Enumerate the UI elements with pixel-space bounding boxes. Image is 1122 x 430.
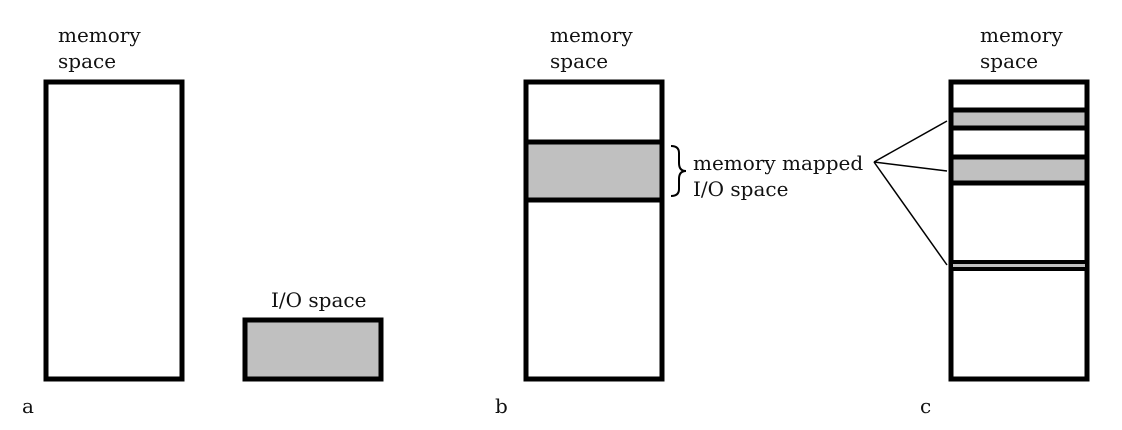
b-mapped-io-region xyxy=(523,139,665,203)
c-mapped-io-region-2 xyxy=(948,154,1090,186)
a-memory-space-label: memory space xyxy=(58,22,141,74)
panel-label-b: b xyxy=(495,394,508,418)
b-memory-label-line2: space xyxy=(550,49,609,73)
b-memory-space-label: memory space xyxy=(550,22,633,74)
b-memory-label-line1: memory xyxy=(550,23,633,47)
panel-label-c: c xyxy=(920,394,932,418)
b-brace xyxy=(670,145,687,197)
a-memory-space-box xyxy=(43,79,185,382)
a-memory-label-line2: space xyxy=(58,49,117,73)
a-io-space-box xyxy=(242,317,384,382)
mapped-io-space-label: memory mapped I/O space xyxy=(693,150,863,202)
c-memory-space-box xyxy=(948,79,1090,382)
mapped-label-line2: I/O space xyxy=(693,177,789,201)
c-mapped-io-region-1 xyxy=(948,107,1090,131)
panel-label-a: a xyxy=(22,394,34,418)
b-memory-space-box xyxy=(523,79,665,382)
a-io-space-label: I/O space xyxy=(271,288,367,312)
pointer-line-2 xyxy=(873,161,948,172)
mapped-label-line1: memory mapped xyxy=(693,151,864,175)
c-memory-space-label: memory space xyxy=(980,22,1063,74)
pointer-line-3 xyxy=(873,161,948,266)
c-memory-label-line2: space xyxy=(980,49,1039,73)
c-memory-label-line1: memory xyxy=(980,23,1063,47)
pointer-line-1 xyxy=(873,120,948,163)
a-memory-label-line1: memory xyxy=(58,23,141,47)
c-mapped-io-region-3 xyxy=(949,260,1089,271)
